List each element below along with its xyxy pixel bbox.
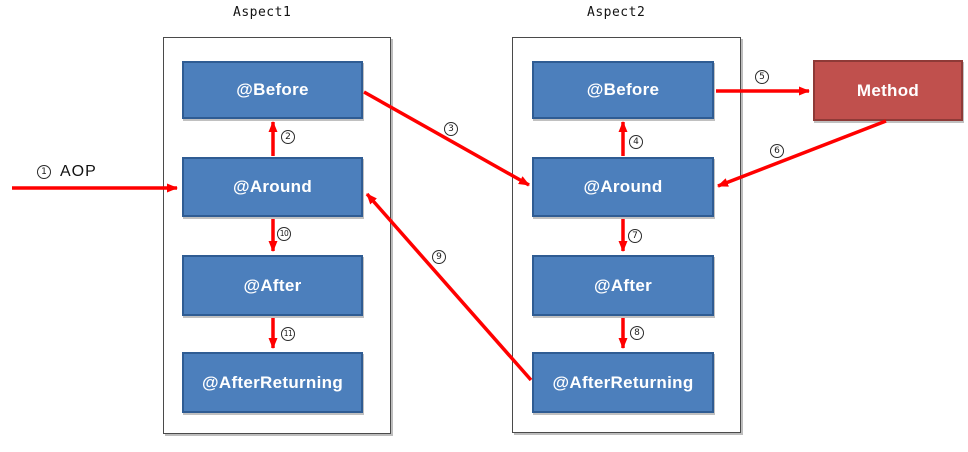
- node-aspect2-before: @Before: [532, 61, 714, 119]
- step-label-5: 5: [755, 70, 769, 84]
- node-aspect2-afterreturning: @AfterReturning: [532, 352, 714, 413]
- step-label-11: 11: [281, 327, 295, 341]
- node-aspect1-around: @Around: [182, 157, 363, 217]
- node-aspect2-around: @Around: [532, 157, 714, 217]
- step-label-2: 2: [281, 130, 295, 144]
- node-aspect1-before: @Before: [182, 61, 363, 119]
- entry-label-text: AOP: [60, 163, 97, 180]
- step-label-9: 9: [432, 250, 446, 264]
- step-label-8: 8: [630, 326, 644, 340]
- aspect1-title: Aspect1: [233, 5, 292, 20]
- aspect2-title: Aspect2: [587, 5, 646, 20]
- node-aspect1-afterreturning: @AfterReturning: [182, 352, 363, 413]
- step-label-3: 3: [444, 122, 458, 136]
- node-aspect2-after: @After: [532, 255, 714, 316]
- step-label-10: 10: [277, 227, 291, 241]
- arrow-9-a2-afterreturning-to-a1-around: [365, 192, 533, 382]
- node-aspect1-after: @After: [182, 255, 363, 316]
- step-label-4: 4: [629, 135, 643, 149]
- step-1-circle: 1: [37, 165, 51, 179]
- arrow-6-method-to-a2-around: [717, 119, 887, 188]
- node-method: Method: [813, 60, 963, 121]
- step-label-7: 7: [628, 229, 642, 243]
- step-label-1-aop: 1 AOP: [37, 163, 97, 181]
- step-label-6: 6: [770, 144, 784, 158]
